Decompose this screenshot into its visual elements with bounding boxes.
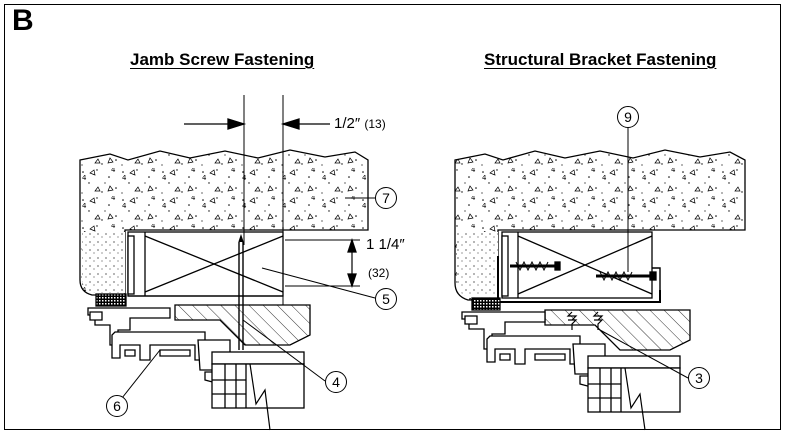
gap-dimension-metric: (13)	[364, 117, 386, 131]
left-detail	[79, 95, 376, 431]
gap-dimension: 1/2″ (13)	[334, 115, 386, 133]
drawing-frame	[4, 4, 781, 430]
callout-3: 3	[688, 367, 710, 389]
callout-4: 4	[325, 371, 347, 393]
depth-dimension-imperial: 1 1/4″	[366, 236, 405, 253]
callout-6: 6	[106, 395, 128, 417]
callout-7: 7	[375, 187, 397, 209]
masonry-screw-left	[510, 260, 561, 272]
panel-letter: B	[12, 4, 34, 37]
depth-dimension-metric: (32)	[368, 266, 390, 280]
masonry-screw-right	[596, 270, 657, 282]
right-detail	[454, 128, 746, 431]
left-detail-title: Jamb Screw Fastening	[130, 50, 315, 69]
callout-9: 9	[617, 106, 639, 128]
gap-dimension-imperial: 1/2″	[334, 115, 361, 132]
right-detail-title: Structural Bracket Fastening	[484, 50, 717, 69]
callout-5: 5	[375, 288, 397, 310]
